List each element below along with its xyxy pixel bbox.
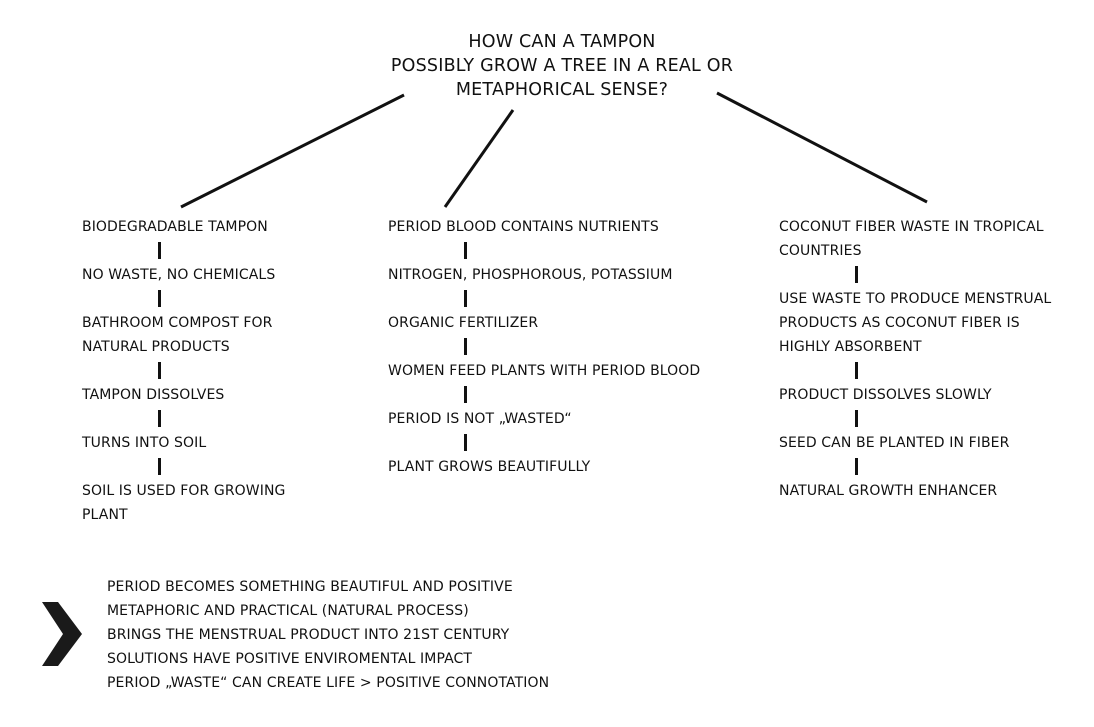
node-text-line: WOMEN FEED PLANTS WITH PERIOD BLOOD bbox=[388, 363, 701, 379]
connector-bar bbox=[158, 361, 161, 379]
node-text-line: TURNS INTO SOIL bbox=[82, 435, 207, 451]
branch-3-node: COCONUT FIBER WASTE IN TROPICAL COUNTRIES bbox=[779, 215, 1044, 263]
node-text-line: BATHROOM COMPOST FOR bbox=[82, 315, 273, 331]
node-text-line: SOIL IS USED FOR GROWING bbox=[82, 483, 286, 499]
question-title-line: HOW CAN A TAMPON bbox=[468, 32, 656, 52]
connector-bar bbox=[464, 337, 467, 355]
branch-2-node: WOMEN FEED PLANTS WITH PERIOD BLOOD bbox=[388, 359, 700, 383]
question-title: HOW CAN A TAMPON POSSIBLY GROW A TREE IN… bbox=[362, 30, 762, 102]
conclusion-item: PERIOD BECOMES SOMETHING BEAUTIFUL AND P… bbox=[107, 579, 513, 595]
node-text-line: HIGHLY ABSORBENT bbox=[779, 339, 922, 355]
node-text-line: COCONUT FIBER WASTE IN TROPICAL bbox=[779, 219, 1044, 235]
connector-bar bbox=[855, 361, 858, 379]
connector-bar bbox=[158, 457, 161, 475]
conclusion-item: BRINGS THE MENSTRUAL PRODUCT INTO 21ST C… bbox=[107, 627, 510, 643]
branch-1-node: TURNS INTO SOIL bbox=[82, 431, 206, 455]
connector-bar bbox=[464, 433, 467, 451]
branch-1-node: SOIL IS USED FOR GROWING PLANT bbox=[82, 479, 286, 527]
node-text-line: PERIOD IS NOT „WASTED“ bbox=[388, 411, 572, 427]
branch-3-node: SEED CAN BE PLANTED IN FIBER bbox=[779, 431, 1009, 455]
node-text-line: PLANT bbox=[82, 507, 128, 523]
connector-line-middle bbox=[443, 109, 515, 208]
branch-1-node: TAMPON DISSOLVES bbox=[82, 383, 224, 407]
question-title-line: POSSIBLY GROW A TREE IN A REAL OR bbox=[390, 56, 734, 76]
node-text-line: NITROGEN, PHOSPHOROUS, POTASSIUM bbox=[388, 267, 673, 283]
connector-bar bbox=[158, 409, 161, 427]
node-text-line: USE WASTE TO PRODUCE MENSTRUAL bbox=[779, 291, 1052, 307]
branch-3-node: USE WASTE TO PRODUCE MENSTRUAL PRODUCTS A… bbox=[779, 287, 1051, 359]
node-text-line: PRODUCT DISSOLVES SLOWLY bbox=[779, 387, 992, 403]
node-text-line: PRODUCTS AS COCONUT FIBER IS bbox=[779, 315, 1020, 331]
connector-bar bbox=[158, 289, 161, 307]
connector-bar bbox=[158, 241, 161, 259]
connector-bar bbox=[855, 409, 858, 427]
node-text-line: PERIOD BLOOD CONTAINS NUTRIENTS bbox=[388, 219, 659, 235]
connector-line-left bbox=[180, 93, 405, 209]
connector-bar bbox=[464, 385, 467, 403]
node-text-line: NATURAL GROWTH ENHANCER bbox=[779, 483, 998, 499]
node-text-line: TAMPON DISSOLVES bbox=[82, 387, 225, 403]
connector-bar bbox=[855, 457, 858, 475]
connector-bar bbox=[464, 289, 467, 307]
conclusion-item: SOLUTIONS HAVE POSITIVE ENVIROMENTAL IMP… bbox=[107, 651, 473, 667]
branch-1-node: BIODEGRADABLE TAMPON bbox=[82, 215, 268, 239]
node-text-line: PLANT GROWS BEAUTIFULLY bbox=[388, 459, 591, 475]
conclusion-item: PERIOD „WASTE“ CAN CREATE LIFE > POSITIV… bbox=[107, 675, 550, 691]
node-text-line: NATURAL PRODUCTS bbox=[82, 339, 230, 355]
branch-2-node: PERIOD IS NOT „WASTED“ bbox=[388, 407, 572, 431]
node-text-line: NO WASTE, NO CHEMICALS bbox=[82, 267, 276, 283]
branch-2-node: NITROGEN, PHOSPHOROUS, POTASSIUM bbox=[388, 263, 673, 287]
branch-2-node: ORGANIC FERTILIZER bbox=[388, 311, 538, 335]
node-text-line: ORGANIC FERTILIZER bbox=[388, 315, 539, 331]
node-text-line: BIODEGRADABLE TAMPON bbox=[82, 219, 268, 235]
connector-line-right bbox=[716, 91, 928, 204]
chevron-right-icon bbox=[42, 602, 82, 666]
node-text-line: COUNTRIES bbox=[779, 243, 862, 259]
node-text-line: SEED CAN BE PLANTED IN FIBER bbox=[779, 435, 1010, 451]
branch-2-node: PERIOD BLOOD CONTAINS NUTRIENTS bbox=[388, 215, 659, 239]
conclusion-item: METAPHORIC AND PRACTICAL (NATURAL PROCES… bbox=[107, 603, 469, 619]
question-title-line: METAPHORICAL SENSE? bbox=[455, 80, 669, 100]
connector-bar bbox=[464, 241, 467, 259]
branch-3-node: PRODUCT DISSOLVES SLOWLY bbox=[779, 383, 992, 407]
connector-bar bbox=[855, 265, 858, 283]
branch-2-node: PLANT GROWS BEAUTIFULLY bbox=[388, 455, 590, 479]
branch-1-node: BATHROOM COMPOST FOR NATURAL PRODUCTS bbox=[82, 311, 273, 359]
branch-3-node: NATURAL GROWTH ENHANCER bbox=[779, 479, 997, 503]
branch-1-node: NO WASTE, NO CHEMICALS bbox=[82, 263, 275, 287]
